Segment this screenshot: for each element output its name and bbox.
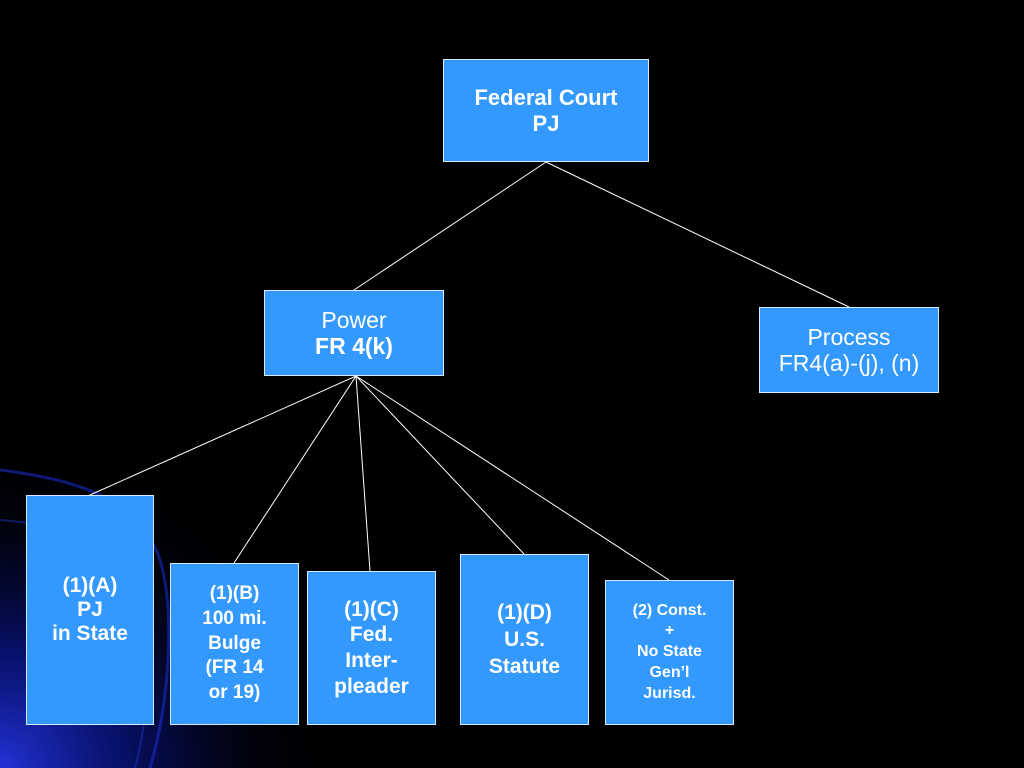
node-1b-line4: (FR 14 bbox=[205, 657, 264, 679]
node-1d-line2: U.S. bbox=[504, 627, 545, 651]
node-1a-line3: in State bbox=[52, 622, 128, 646]
node-power-line1: Power bbox=[321, 306, 387, 333]
corner-swoosh-arc bbox=[0, 468, 171, 768]
node-1d-line3: Statute bbox=[488, 655, 561, 679]
node-1a-pj-in-state: (1)(A) PJ in State bbox=[26, 495, 154, 725]
connector-root-power bbox=[353, 161, 547, 291]
node-1c-line3: Inter- bbox=[345, 649, 398, 672]
node-1b-line1: (1)(B) bbox=[209, 583, 260, 605]
node-1b-line2: 100 mi. bbox=[202, 607, 267, 629]
node-federal-court-pj: Federal Court PJ bbox=[443, 59, 649, 162]
node-1c-line2: Fed. bbox=[349, 623, 394, 647]
node-root-line1: Federal Court bbox=[474, 85, 618, 111]
node-1c-fed-interpleader: (1)(C) Fed. Inter- pleader bbox=[307, 571, 436, 725]
node-2-line2: + bbox=[664, 622, 675, 640]
node-1c-line4: pleader bbox=[334, 674, 409, 698]
node-2-line3: No State bbox=[637, 643, 702, 661]
node-2-line4: Gen’l bbox=[649, 663, 690, 681]
node-root-line2: PJ bbox=[532, 110, 560, 136]
connector-power-1b bbox=[233, 375, 357, 564]
connector-root-process bbox=[545, 161, 850, 308]
node-process-line1: Process bbox=[807, 323, 891, 350]
connectors bbox=[89, 161, 850, 581]
node-1a-line2: PJ bbox=[77, 597, 103, 621]
node-2-line5: Jurisd. bbox=[643, 684, 696, 702]
node-1a-line1: (1)(A) bbox=[62, 573, 118, 597]
connector-power-1d bbox=[355, 375, 525, 555]
node-1c-line1: (1)(C) bbox=[344, 597, 399, 621]
node-power-line2: FR 4(k) bbox=[315, 333, 393, 359]
node-power: Power FR 4(k) bbox=[264, 290, 444, 376]
connector-power-1c bbox=[355, 375, 371, 572]
node-1b-line3: Bulge bbox=[208, 632, 261, 654]
connector-power-2 bbox=[355, 375, 670, 581]
connector-power-1a bbox=[89, 375, 357, 496]
node-2-const-no-state-jurisd: (2) Const. + No State Gen’l Jurisd. bbox=[605, 580, 734, 725]
node-process: Process FR4(a)-(j), (n) bbox=[759, 307, 939, 393]
node-2-line1: (2) Const. bbox=[632, 601, 707, 619]
node-1b-100mi-bulge: (1)(B) 100 mi. Bulge (FR 14 or 19) bbox=[170, 563, 299, 725]
node-1d-line1: (1)(D) bbox=[497, 600, 552, 624]
node-process-line2: FR4(a)-(j), (n) bbox=[778, 350, 920, 376]
node-1b-line5: or 19) bbox=[208, 682, 261, 704]
node-1d-us-statute: (1)(D) U.S. Statute bbox=[460, 554, 589, 725]
